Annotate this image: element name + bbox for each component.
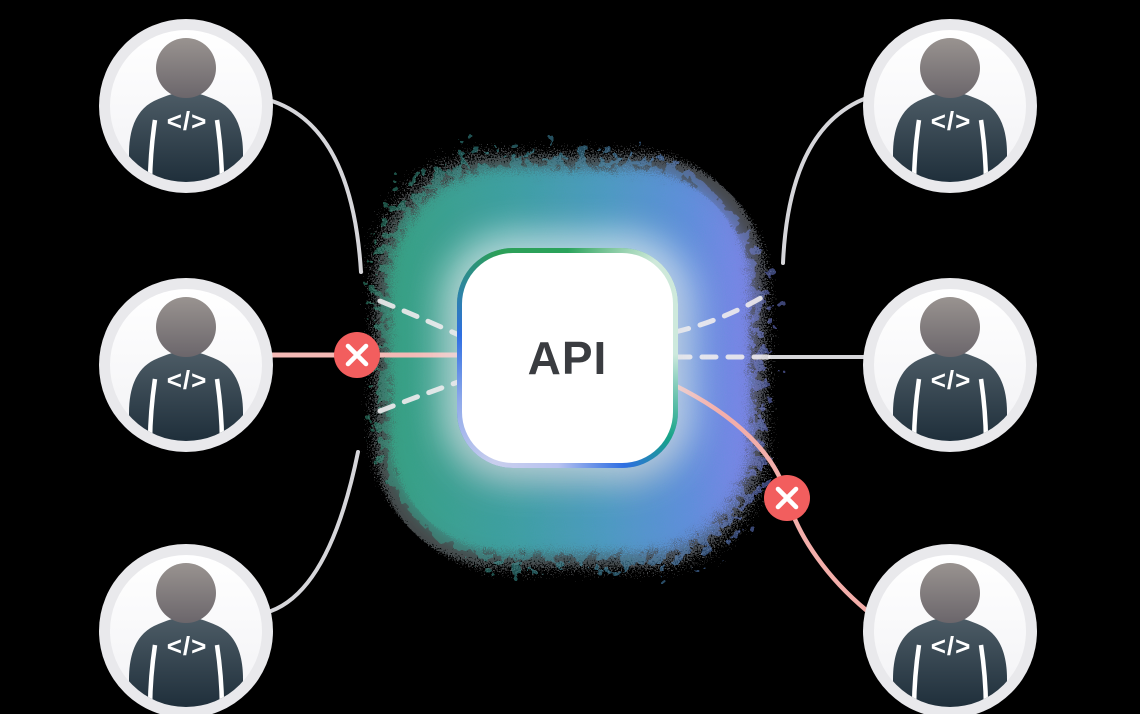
- developer-avatar-top-right: </>: [863, 19, 1037, 193]
- blocked-x-icon: [764, 475, 810, 521]
- connection-top-right: [781, 97, 866, 265]
- developer-avatar-top-left: </>: [99, 19, 273, 193]
- code-icon: </>: [931, 365, 972, 395]
- developer-avatar-middle-right: </>: [863, 278, 1037, 452]
- code-icon: </>: [931, 631, 972, 661]
- connection-top-left: [270, 99, 363, 274]
- blocked-x-icon: [334, 332, 380, 378]
- developer-avatar-bottom-right: </>: [863, 544, 1037, 714]
- dashed-line-left-top: [377, 298, 464, 339]
- blocked-x-badge-bottom-right: [764, 475, 810, 521]
- dashed-line-left-bottom: [377, 378, 464, 414]
- api-label: API: [527, 332, 608, 384]
- code-icon: </>: [167, 365, 208, 395]
- developer-avatar-middle-left: </>: [99, 278, 273, 452]
- code-icon: </>: [167, 631, 208, 661]
- dashed-request-lines: [377, 292, 775, 414]
- code-icon: </>: [167, 106, 208, 136]
- dashed-line-right-top: [672, 292, 769, 335]
- code-icon: </>: [931, 106, 972, 136]
- api-box: API: [457, 248, 678, 468]
- developer-avatar-bottom-left: </>: [99, 544, 273, 714]
- connection-bottom-left: [269, 450, 360, 613]
- blocked-x-badge-middle-left: [334, 332, 380, 378]
- api-box-face: API: [462, 253, 673, 463]
